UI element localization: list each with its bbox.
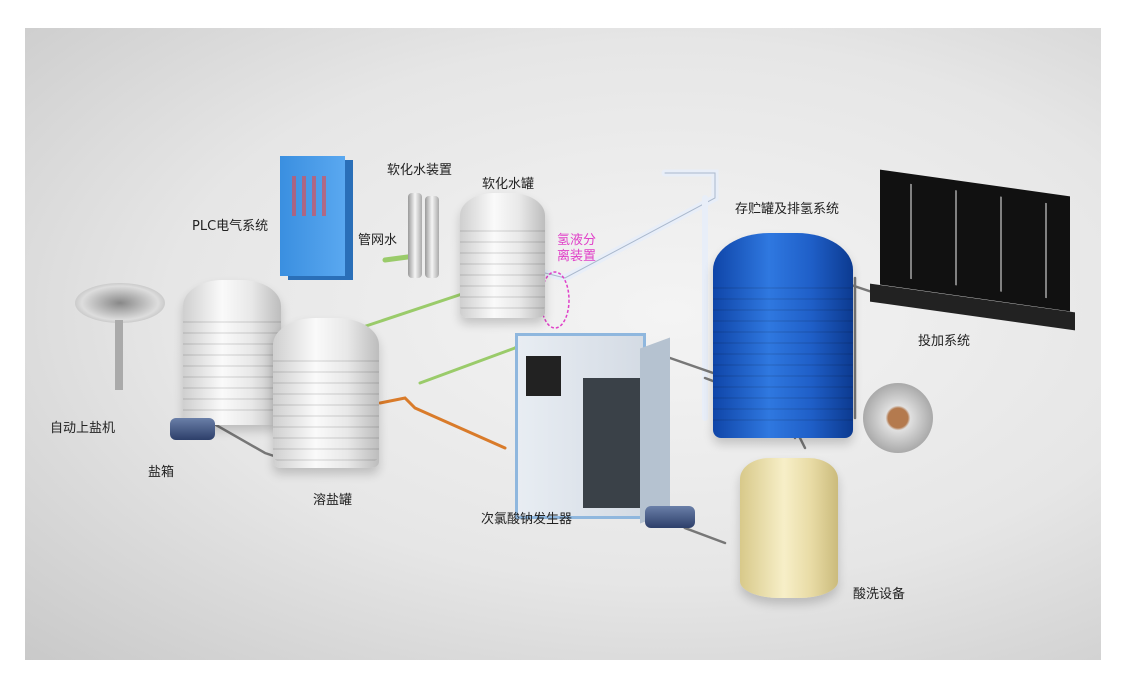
label-plc: PLC电气系统 — [192, 219, 269, 234]
separator-highlight — [540, 271, 570, 329]
label-generator: 次氯酸钠发生器 — [481, 512, 573, 527]
pipe-brine — [378, 396, 507, 450]
label-separator-line2: 离装置 — [557, 249, 597, 264]
acid-wash-tank — [740, 458, 838, 598]
label-separator-line1: 氢液分 — [557, 233, 597, 248]
storage-tank — [713, 233, 853, 438]
hydrogen-fans — [863, 383, 933, 453]
salt-loader — [75, 283, 165, 323]
brine-tank — [273, 318, 379, 468]
salt-tank — [183, 280, 281, 425]
label-acid-wash: 酸洗设备 — [853, 587, 906, 602]
label-salt-box: 盐箱 — [148, 465, 175, 480]
label-dosing: 投加系统 — [918, 334, 971, 349]
pipe-soft-feed — [418, 336, 527, 385]
label-softener: 软化水装置 — [387, 163, 453, 178]
label-separator: 氢液分 离装置 — [557, 233, 596, 265]
salt-pump — [170, 418, 215, 440]
generator-cabinet — [515, 333, 646, 519]
label-brine-tank: 溶盐罐 — [313, 493, 353, 508]
plc-cabinet — [280, 156, 345, 276]
label-salt-loader: 自动上盐机 — [50, 421, 116, 436]
label-soft-tank: 软化水罐 — [482, 177, 535, 192]
generator-pump — [645, 506, 695, 528]
pipe-hydrogen — [521, 169, 719, 282]
soft-water-tank — [460, 193, 545, 318]
softener-columns — [408, 193, 422, 278]
label-storage: 存贮罐及排氢系统 — [735, 202, 840, 217]
process-diagram: PLC电气系统 软化水装置 软化水罐 管网水 氢液分 离装置 存贮罐及排氢系统 … — [25, 28, 1101, 660]
label-tap-water: 管网水 — [358, 233, 398, 248]
